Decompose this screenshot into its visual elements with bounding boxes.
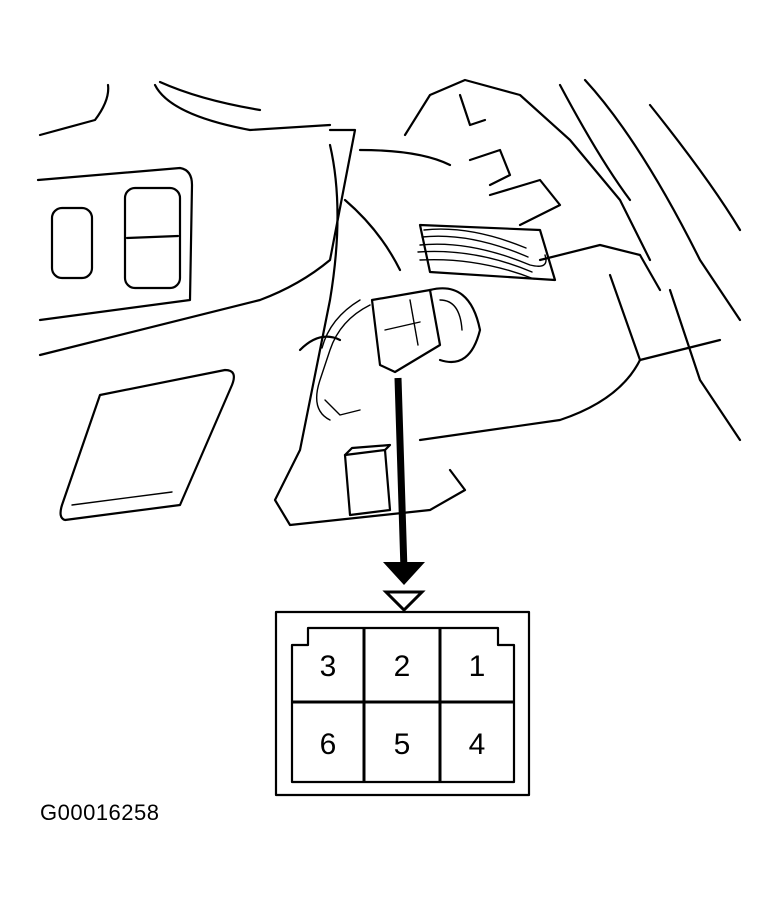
wiring-harness: [316, 223, 557, 421]
connector-face-view: 3 2 1 6 5 4: [274, 610, 531, 797]
dash-panel: [36, 80, 357, 357]
pointer-arrow: [382, 377, 426, 613]
pin-1-label: 1: [469, 650, 486, 683]
lower-cover: [59, 368, 235, 522]
figure-code: G00016258: [40, 800, 160, 825]
switch-blanks: [50, 186, 182, 290]
steering-column: [273, 78, 742, 527]
pin-3-label: 3: [320, 650, 337, 683]
pin-4-label: 4: [469, 728, 486, 761]
pin-2-label: 2: [394, 650, 411, 683]
vehicle-connector: [370, 287, 482, 374]
bracket: [343, 443, 392, 517]
pin-5-label: 5: [394, 728, 411, 761]
pin-6-label: 6: [320, 728, 337, 761]
